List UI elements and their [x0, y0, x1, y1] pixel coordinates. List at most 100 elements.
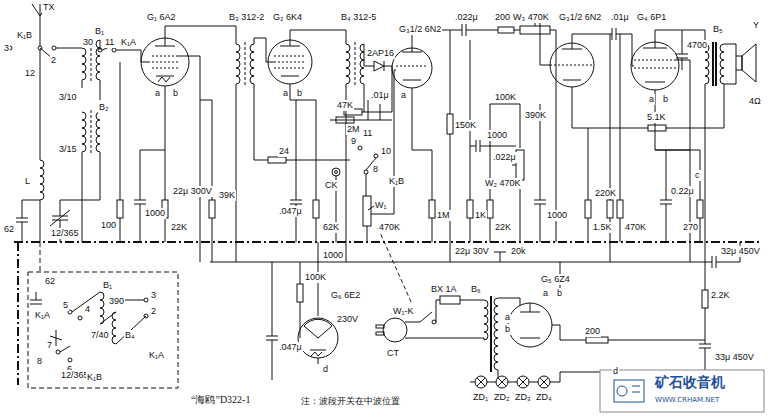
component-label: K₁B: [16, 30, 33, 41]
component-label: G₂ 6K4: [272, 12, 303, 23]
component-label: 200: [584, 326, 601, 337]
component-label: 62: [44, 276, 56, 287]
component-label: 150K: [454, 120, 477, 131]
component-label: 62: [3, 224, 15, 235]
component-label: 39K: [218, 190, 236, 201]
component-label: 62K: [322, 222, 340, 233]
component-label: b: [662, 94, 669, 105]
component-label: B₁: [94, 26, 105, 37]
component-label: 22μ 300V: [172, 186, 213, 197]
component-label: 11: [362, 128, 373, 139]
component-label: a: [282, 88, 289, 99]
component-label: 220K: [594, 188, 617, 199]
component-label: 1K: [474, 210, 487, 221]
component-label: G₃1/2 6N2: [558, 12, 602, 23]
component-label: 100: [100, 220, 117, 231]
component-label: ZD₄: [535, 392, 553, 403]
component-label: 1000: [546, 210, 568, 221]
component-label: 270: [682, 222, 699, 233]
component-label: 390: [108, 296, 125, 307]
component-label: TX: [42, 2, 56, 13]
component-label: 3/15: [58, 144, 78, 155]
component-label: 470K: [378, 222, 401, 233]
component-label: 47K: [336, 100, 354, 111]
component-label: 3: [3, 43, 10, 54]
component-label: 7/40: [90, 330, 110, 341]
component-label: 100K: [494, 92, 517, 103]
component-label: G₄ 6P1: [636, 12, 667, 23]
component-label: 2: [50, 55, 57, 66]
component-label: K₁A: [34, 310, 51, 321]
component-label: 1.5K: [592, 222, 613, 233]
component-label: 4Ω: [748, 96, 762, 107]
component-label: a: [154, 88, 161, 99]
component-label: 2: [150, 306, 157, 317]
component-label: d: [322, 364, 329, 375]
component-label: W₃ 470K: [512, 12, 550, 23]
component-label: .01μ: [370, 90, 390, 101]
component-label: 30: [82, 37, 94, 48]
component-label: 8: [372, 164, 379, 175]
component-label: 5.1K: [646, 112, 667, 123]
component-label: 2.2K: [710, 290, 731, 301]
component-label: a: [504, 312, 511, 323]
component-label: 22K: [170, 222, 188, 233]
component-label: BX 1A: [430, 284, 458, 295]
component-label: b: [504, 324, 511, 335]
component-label: a: [648, 94, 655, 105]
component-label: 200: [494, 12, 511, 23]
component-label: .047μ: [278, 342, 303, 353]
component-label: b: [172, 88, 179, 99]
component-label: B₃ 312-2: [228, 12, 265, 23]
component-label: 3: [150, 290, 157, 301]
component-label: 20k: [510, 246, 527, 257]
component-label: 470K: [624, 222, 647, 233]
component-label: G₅ 6Z4: [540, 274, 571, 285]
component-label: K₁A: [120, 37, 137, 48]
component-label: 22μ 30V: [454, 246, 490, 257]
component-label: 1000: [322, 250, 344, 261]
component-label: B₄ 312-5: [340, 12, 377, 23]
component-label: 100K: [304, 272, 327, 283]
component-label: 33μ 450V: [714, 352, 755, 363]
component-label: B₆: [470, 284, 482, 295]
component-label: ZD₁: [472, 392, 489, 403]
component-label: 8: [36, 356, 43, 367]
component-label: L: [24, 176, 31, 187]
component-label: CT: [386, 348, 400, 359]
component-label: .047μ: [278, 206, 303, 217]
component-label: 390K: [524, 110, 547, 121]
component-label: 10: [380, 146, 392, 157]
component-label: K₁A: [148, 350, 165, 361]
component-label: K₁B: [86, 372, 103, 383]
component-label: Y: [752, 20, 760, 31]
component-label: 11: [104, 37, 115, 48]
component-label: 4700: [686, 40, 708, 51]
component-label: 32μ 450V: [720, 246, 761, 257]
model-caption: “海鸥”D322-1: [190, 394, 251, 406]
component-label: 230V: [336, 314, 359, 325]
component-label: 注：波段开关在中波位置: [300, 396, 401, 407]
component-label: 1000: [486, 130, 508, 141]
component-label: B₂: [98, 102, 110, 113]
component-label: 22K: [494, 222, 512, 233]
component-label: B₅: [712, 24, 724, 35]
component-label: 7: [46, 340, 53, 351]
component-label: ZD₂: [493, 392, 511, 403]
component-label: b: [296, 88, 303, 99]
component-label: G₁ 6A2: [146, 12, 177, 23]
component-label: 2AP16: [366, 48, 395, 59]
component-label: B₄: [124, 330, 136, 341]
component-label: c: [694, 170, 701, 181]
component-label: W₁: [374, 200, 388, 211]
component-label: 5: [62, 300, 69, 311]
component-label: .022μ: [454, 12, 479, 23]
component-label: 12: [24, 68, 36, 79]
component-label: .022μ: [492, 152, 517, 163]
component-label: G₆ 6E2: [330, 290, 361, 301]
component-label: .01μ: [610, 12, 630, 23]
watermark-text: WWW.CRHAM.NET: [654, 396, 720, 405]
component-label: b: [556, 288, 563, 299]
component-label: 2M: [346, 124, 361, 135]
